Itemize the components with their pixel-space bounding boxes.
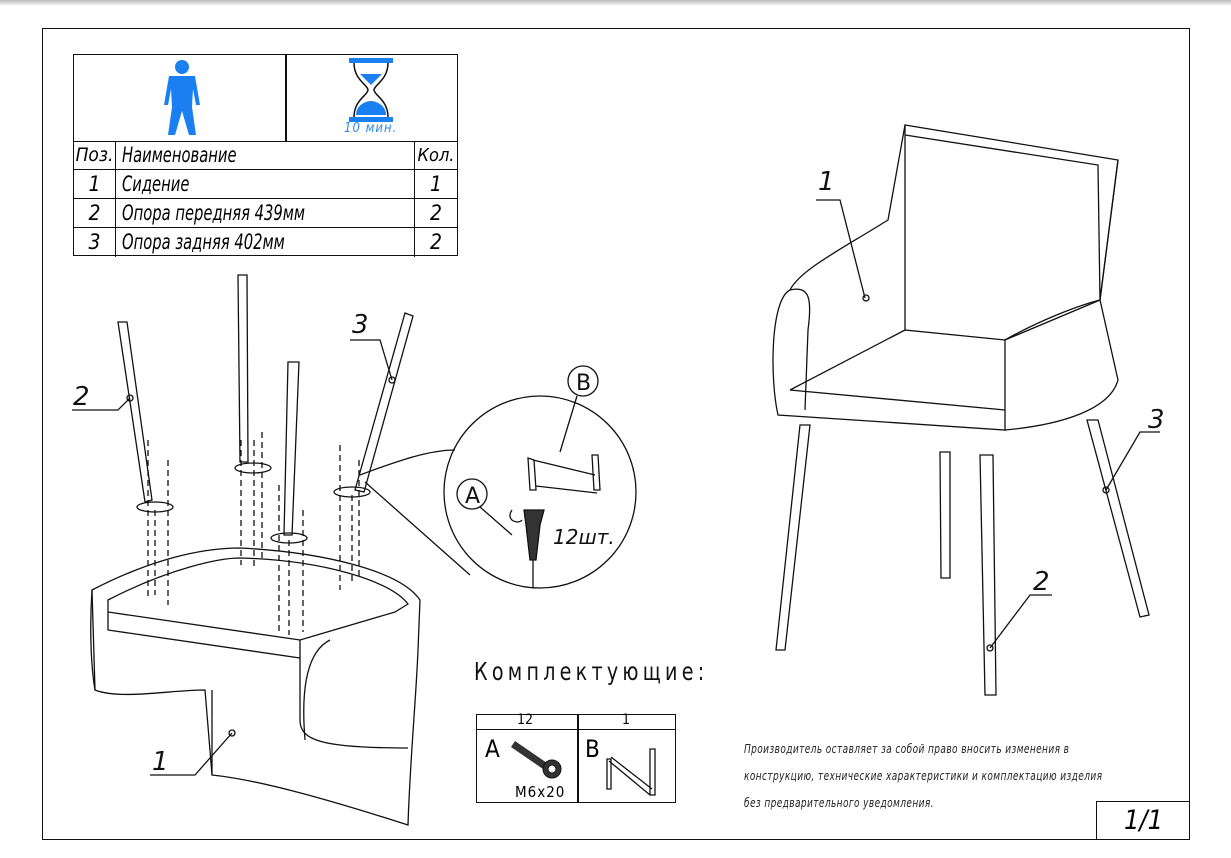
table-row: 1 Сидение 1: [74, 170, 457, 199]
header-pos: Поз.: [74, 141, 116, 169]
disclaimer-line-2: конструкцию, технические характеристики …: [744, 768, 1103, 783]
row-name: Опора задняя 402мм: [122, 230, 285, 254]
kit-qty-row: [477, 715, 675, 730]
kit-divider: [577, 715, 579, 802]
header-name: Наименование: [122, 143, 237, 167]
row-qty: 2: [414, 228, 457, 257]
row-pos: 1: [74, 170, 116, 198]
kit-qty-b: 1: [622, 712, 631, 728]
hourglass-icon: [349, 58, 393, 122]
drawing-sheet-frame: [42, 28, 1190, 840]
row-name: Опора передняя 439мм: [122, 201, 306, 225]
disclaimer-line-1: Производитель оставляет за собой право в…: [744, 741, 1070, 756]
assembly-time: 10 мин.: [344, 121, 398, 136]
parts-table-header-icons: 10 мин.: [74, 55, 457, 142]
table-row: 2 Опора передняя 439мм 2: [74, 199, 457, 228]
row-qty: 2: [414, 199, 457, 227]
parts-table-header-row: Поз. Наименование Кол.: [74, 141, 457, 170]
kit-letter-a: A: [485, 735, 500, 763]
header-divider: [285, 55, 287, 141]
person-icon: [164, 60, 200, 135]
row-pos: 3: [74, 228, 116, 257]
row-pos: 2: [74, 199, 116, 227]
kit-letter-b: B: [585, 735, 600, 763]
disclaimer-line-3: без предварительного уведомления.: [744, 795, 934, 810]
row-qty: 1: [414, 170, 457, 198]
hex-key-icon: [606, 748, 656, 796]
bolt-size: M6x20: [515, 783, 566, 801]
bolt-icon: [511, 741, 562, 779]
header-qty: Кол.: [414, 141, 457, 169]
row-name: Сидение: [122, 172, 190, 196]
window-top-edge: [0, 0, 1231, 6]
page-number: 1/1: [1096, 801, 1190, 840]
parts-table: 10 мин. Поз. Наименование Кол. 1 Сидение…: [73, 54, 458, 257]
kit-title: Комплектующие:: [474, 657, 709, 686]
kit-qty-a: 12: [517, 712, 534, 728]
table-row: 3 Опора задняя 402мм 2: [74, 228, 457, 257]
kit-table: 12 1 A B M6x20: [476, 712, 676, 803]
